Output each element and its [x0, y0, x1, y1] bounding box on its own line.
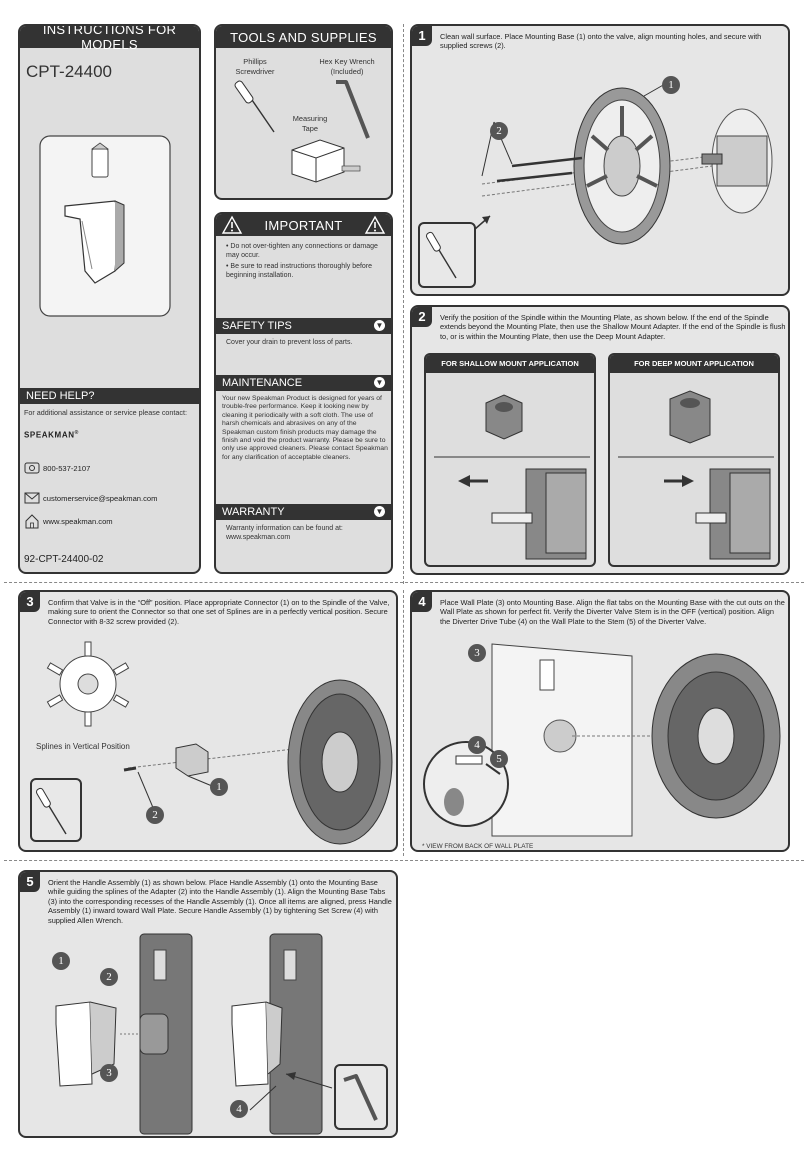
help-header-label: NEED HELP? — [26, 390, 94, 402]
hex-key-illustration — [336, 1066, 390, 1132]
house-icon — [24, 513, 40, 529]
step-1-text: Clean wall surface. Place Mounting Base … — [440, 32, 780, 51]
tools-header: TOOLS AND SUPPLIES — [216, 26, 391, 48]
callout-2: 2 — [146, 806, 164, 824]
important-bullet-1-text: Do not over-tighten any connections or d… — [226, 243, 378, 259]
callout-4: 4 — [468, 736, 486, 754]
warning-triangle-icon — [222, 216, 242, 234]
maintenance-header-label: MAINTENANCE — [222, 377, 302, 389]
step-1-panel: 1 Clean wall surface. Place Mounting Bas… — [410, 24, 790, 296]
callout-3: 3 — [468, 644, 486, 662]
help-header: NEED HELP? — [20, 388, 199, 404]
help-text: For additional assistance or service ple… — [24, 408, 200, 417]
screwdriver-illustration — [230, 74, 290, 144]
important-bullet-1: • Do not over-tighten any connections or… — [226, 242, 386, 260]
callout-4: 4 — [230, 1100, 248, 1118]
callout-3: 3 — [100, 1064, 118, 1082]
tool-hex-key-label: Hex Key Wrench (Included) — [312, 57, 382, 76]
phone-number[interactable]: 800-537-2107 — [43, 464, 90, 473]
important-bullet-2-text: Be sure to read instructions thoroughly … — [226, 263, 372, 279]
envelope-icon — [24, 492, 40, 504]
brand-name: SPEAKMAN — [24, 431, 75, 440]
step-2-number: 2 — [412, 307, 432, 327]
deep-adapter-illustration — [610, 373, 780, 567]
step-4-number: 4 — [412, 592, 432, 612]
maintenance-text: Your new Speakman Product is designed fo… — [222, 395, 388, 462]
screwdriver-inset — [30, 778, 82, 842]
step-5-text: Orient the Handle Assembly (1) as shown … — [48, 878, 394, 925]
callout-2: 2 — [100, 968, 118, 986]
step-4-panel: 4 Place Wall Plate (3) onto Mounting Bas… — [410, 590, 790, 852]
models-header-title: INSTRUCTIONS FOR MODELS — [20, 24, 199, 52]
warranty-header-label: WARRANTY — [222, 506, 285, 518]
step-4-footnote: * VIEW FROM BACK OF WALL PLATE — [422, 842, 533, 851]
hex-key-inset — [334, 1064, 388, 1130]
safety-header: SAFETY TIPS ▼ — [216, 318, 391, 334]
callout-1: 1 — [662, 76, 680, 94]
safety-text: Cover your drain to prevent loss of part… — [226, 338, 386, 347]
column-divider — [403, 24, 404, 584]
chevron-down-icon: ▼ — [374, 377, 385, 388]
tape-measure-illustration — [286, 136, 366, 186]
safety-header-label: SAFETY TIPS — [222, 320, 292, 332]
warranty-text: Warranty information can be found at: ww… — [226, 524, 356, 542]
doc-number: 92-CPT-24400-02 — [24, 554, 104, 565]
callout-5: 5 — [490, 750, 508, 768]
step-3-panel: 3 Confirm that Valve is in the “Off” pos… — [18, 590, 398, 852]
warranty-header: WARRANTY ▼ — [216, 504, 391, 520]
step-4-text: Place Wall Plate (3) onto Mounting Base.… — [440, 598, 786, 626]
row-divider-1 — [4, 582, 804, 583]
model-number: CPT-24400 — [26, 62, 112, 82]
screwdriver-illustration — [420, 224, 478, 290]
chevron-down-icon: ▼ — [374, 320, 385, 331]
important-panel: IMPORTANT • Do not over-tighten any conn… — [214, 212, 393, 574]
phone-row: 800-537-2107 — [24, 460, 90, 476]
step-5-number: 5 — [20, 872, 40, 892]
screwdriver-illustration — [32, 780, 84, 844]
shallow-mount-panel: FOR SHALLOW MOUNT APPLICATION — [424, 353, 596, 567]
step-5-panel: 5 Orient the Handle Assembly (1) as show… — [18, 870, 398, 1138]
email-address[interactable]: customerservice@speakman.com — [43, 494, 157, 503]
step-1-number: 1 — [412, 26, 432, 46]
website-row: www.speakman.com — [24, 512, 113, 530]
warning-triangle-icon — [365, 216, 385, 234]
models-panel: INSTRUCTIONS FOR MODELS CPT-24400 NEED H… — [18, 24, 201, 574]
tools-header-title: TOOLS AND SUPPLIES — [216, 30, 391, 45]
tool-tape-label: Measuring Tape — [286, 114, 334, 133]
row-divider-2 — [4, 860, 804, 861]
tools-panel: TOOLS AND SUPPLIES Phillips Screwdriver … — [214, 24, 393, 200]
deep-mount-panel: FOR DEEP MOUNT APPLICATION — [608, 353, 780, 567]
callout-1: 1 — [52, 952, 70, 970]
models-header: INSTRUCTIONS FOR MODELS — [20, 26, 199, 48]
step-3-number: 3 — [20, 592, 40, 612]
maintenance-header: MAINTENANCE ▼ — [216, 375, 391, 391]
chevron-down-icon: ▼ — [374, 506, 385, 517]
callout-2: 2 — [490, 122, 508, 140]
step-3-text: Confirm that Valve is in the “Off” posit… — [48, 598, 394, 626]
screwdriver-inset — [418, 222, 476, 288]
step-2-text: Verify the position of the Spindle withi… — [440, 313, 786, 341]
wall-plate-product-illustration — [20, 121, 201, 361]
shallow-mount-label: FOR SHALLOW MOUNT APPLICATION — [426, 355, 594, 373]
email-row: customerservice@speakman.com — [24, 490, 157, 506]
deep-mount-label: FOR DEEP MOUNT APPLICATION — [610, 355, 778, 373]
brand-logo: SPEAKMAN® — [24, 430, 79, 440]
important-header-title: IMPORTANT — [242, 218, 365, 233]
column-divider-2 — [403, 590, 404, 856]
website-url[interactable]: www.speakman.com — [43, 517, 113, 526]
important-header: IMPORTANT — [216, 214, 391, 236]
shallow-adapter-illustration — [426, 373, 596, 567]
phone-icon — [24, 461, 40, 475]
brand-mark: ® — [75, 430, 79, 436]
callout-1: 1 — [210, 778, 228, 796]
important-bullet-2: • Be sure to read instructions thoroughl… — [226, 262, 386, 280]
step-2-panel: 2 Verify the position of the Spindle wit… — [410, 305, 790, 575]
